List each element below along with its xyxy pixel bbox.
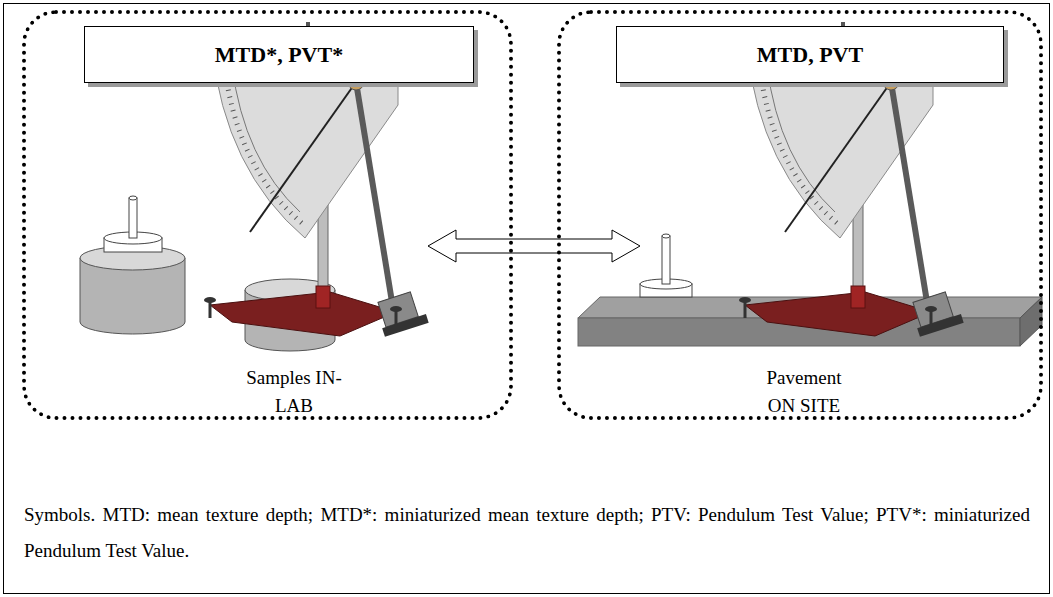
outer-frame	[4, 4, 1050, 594]
caption: Symbols. MTD: mean texture depth; MTD*: …	[24, 497, 1030, 569]
dotted-region: MTD, PVT Pavement ON SITE	[557, 10, 1043, 420]
dotted-region: MTD*, PVT* Samples IN-LAB	[22, 10, 513, 420]
title-text: MTD, PVT	[757, 42, 863, 68]
title-text: MTD*, PVT*	[215, 42, 343, 68]
title-box: MTD*, PVT*	[84, 26, 474, 83]
sample-cylinder	[80, 246, 185, 334]
location-label: Samples IN-LAB	[244, 364, 344, 420]
texture-depth-device	[104, 196, 162, 252]
location-label: Pavement ON SITE	[754, 364, 854, 420]
texture-depth-device	[640, 234, 692, 297]
title-box: MTD, PVT	[616, 26, 1004, 83]
double-arrow	[428, 230, 640, 262]
